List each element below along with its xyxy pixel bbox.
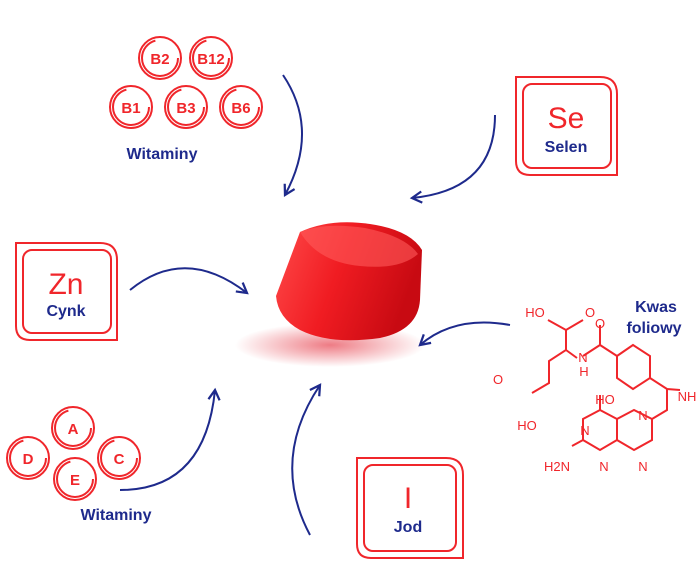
arrow-zinc [129,267,249,295]
iodine-tile: I Jod [356,457,464,559]
vitamin-c: C [114,451,125,468]
vitamin-e: E [70,472,80,489]
svg-text:H: H [579,364,588,379]
svg-text:H2N: H2N [544,459,570,474]
vitamins-bottom-label: Witaminy [81,507,152,524]
selenium-name: Selen [545,139,588,156]
zinc-tile: Zn Cynk [15,242,118,341]
vitamin-b2: B2 [150,51,169,68]
iodine-name: Jod [394,519,422,536]
svg-text:N: N [580,423,589,438]
folic-acid-structure: Kwas foliowy HO O O N H O HO NH HO N N H… [493,299,696,474]
arrow-selenium [409,114,496,204]
arrow-folic-acid [418,321,511,347]
arrow-vitamins-b [282,74,303,197]
folic-acid-label-1: Kwas [635,299,677,316]
svg-text:O: O [595,316,605,331]
svg-text:NH: NH [678,389,697,404]
svg-text:N: N [599,459,608,474]
folic-acid-label-2: foliowy [626,320,681,337]
vitamins-top-label: Witaminy [127,146,198,163]
vitamin-a: A [68,421,79,438]
vitamins-adce-group: A D C E Witaminy [6,406,152,524]
vitamin-b6: B6 [231,100,250,117]
svg-text:O: O [585,305,595,320]
svg-text:N: N [638,459,647,474]
svg-text:N: N [638,408,647,423]
vitamin-b1: B1 [121,100,140,117]
vitamin-b12: B12 [197,51,225,68]
gummy-capsule [235,222,425,367]
vitamin-b3: B3 [176,100,195,117]
selenium-symbol: Se [548,102,585,135]
svg-text:O: O [493,372,503,387]
arrow-vitamins-adce [119,387,221,491]
vitamin-d: D [23,451,34,468]
svg-text:HO: HO [595,392,615,407]
zinc-symbol: Zn [48,268,83,301]
iodine-symbol: I [404,482,412,515]
selenium-tile: Se Selen [515,76,618,176]
zinc-name: Cynk [46,303,85,320]
svg-text:N: N [578,350,587,365]
svg-text:HO: HO [517,418,537,433]
arrow-iodine [291,383,322,536]
svg-text:HO: HO [525,305,545,320]
vitamins-b-group: B2 B12 B1 B3 B6 Witaminy [109,36,263,163]
arrows [119,74,511,536]
